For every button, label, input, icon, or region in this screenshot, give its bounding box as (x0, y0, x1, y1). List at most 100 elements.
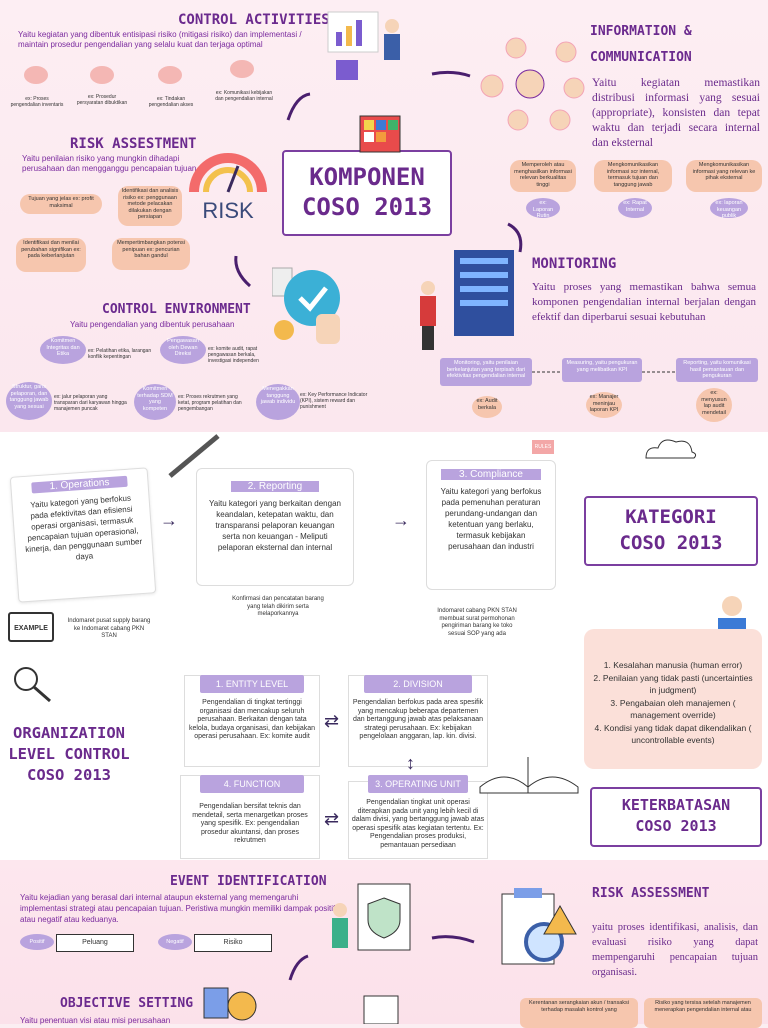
compliance-desc: Yaitu kategori yang berfokus pada pemenu… (440, 487, 542, 551)
risk-assessment-desc: Yaitu penilaian risiko yang mungkin diha… (22, 154, 197, 173)
ic-ex-2: ex: Rapat Internal (618, 198, 652, 218)
negative-badge: Negatif (158, 934, 192, 950)
monitoring-title: MONITORING (532, 256, 617, 272)
risk-label: Risiko (194, 934, 272, 952)
organization-section: ORGANIZATION LEVEL CONTROL COSO 2013 1. … (0, 629, 768, 860)
compliance-card: 3. Compliance Yaitu kategori yang berfok… (426, 460, 556, 590)
kategori-title-line1: KATEGORI (625, 506, 717, 528)
reporting-title: 2. Reporting (231, 481, 319, 492)
erm-section: EVENT IDENTIFICATION Yaitu kejadian yang… (0, 860, 768, 1028)
flow-arrows (234, 70, 676, 373)
ic-item-1: Memperoleh atau menghasilkan informasi r… (510, 160, 576, 192)
control-activities-title: CONTROL ACTIVITIES (178, 12, 330, 28)
swap-arrow-icon: ⇄ (324, 711, 340, 731)
opportunity-label: Peluang (56, 934, 134, 952)
monitoring-desc: Yaitu proses yang memastikan bahwa semua… (532, 281, 756, 323)
ce-item-5: Menegakkan tanggung jawab individu (256, 384, 300, 420)
mon-ex-1: ex: Audit berkala (472, 396, 502, 418)
reporting-desc: Yaitu kategori yang berkaitan dengan kea… (209, 499, 341, 552)
ic-ex-1: ex: Laporan Rutin (526, 198, 560, 219)
function-title: 4. FUNCTION (200, 775, 304, 793)
division-desc: Pengendalian berfokus pada area spesifik… (352, 699, 484, 740)
ca-circle-1 (24, 66, 48, 84)
limitation-item: 1. Kesalahan manusia (human error) (603, 660, 743, 670)
info-comm-desc: Yaitu kegiatan memastikan distribusi inf… (592, 77, 760, 149)
ra2-pill-1: Kerentanan serangkaian akun / transaksi … (520, 998, 638, 1028)
ic-ex-3: ex: laporan keuangan publik (710, 198, 748, 219)
entity-level-desc: Pengendalian di tingkat tertinggi organi… (188, 699, 316, 740)
operations-title: 1. Operations (31, 475, 128, 494)
komponen-title-line1: KOMPONEN (309, 163, 425, 191)
mon-box-2: Measuring, yaitu pengukuran yang melibat… (562, 358, 642, 382)
org-title-line2: LEVEL CONTROL (8, 745, 130, 763)
objective-setting-title: OBJECTIVE SETTING (60, 996, 194, 1011)
ca-example-3: ex: Tindakan pengendalian akses (148, 96, 194, 108)
ca-circle-4 (230, 60, 254, 78)
ca-example-1: ex: Proses pengendalian inventaris (10, 96, 64, 108)
mon-box-3: Reporting, yaitu komunikasi hasil pemant… (676, 358, 758, 382)
info-comm-title-2: COMMUNICATION (590, 50, 692, 65)
komponen-title-line2: COSO 2013 (301, 193, 433, 221)
clipboard-magnifier-icon (501, 888, 577, 965)
division-title: 2. DIVISION (364, 675, 472, 693)
org-title-line1: ORGANIZATION (13, 724, 125, 742)
reporting-card: 2. Reporting Yaitu kategori yang berkait… (196, 468, 354, 586)
operations-example: Indomaret pusat supply barang ke Indomar… (67, 618, 151, 639)
rules-tag: RULES (532, 440, 554, 454)
operations-card: 1. Operations Yaitu kategori yang berfok… (9, 467, 157, 603)
keterbatasan-title-line2: COSO 2013 (635, 817, 717, 835)
event-identification-desc: Yaitu kejadian yang berasal dari interna… (20, 893, 336, 924)
limitation-item: 3. Pengabaian oleh manajemen ( managemen… (610, 697, 736, 721)
open-book-icon (479, 757, 579, 794)
swap-arrow-icon: ⇄ (324, 809, 340, 829)
ce-ex-3: ex: jalur pelaporan yang transparan dari… (54, 394, 127, 412)
limitations-list: 1. Kesalahan manusia (human error) 2. Pe… (584, 629, 762, 747)
cube-face-icon (363, 995, 399, 1024)
ce-ex-2: ex: komite audit, rapat pengawasan berka… (208, 346, 259, 364)
limitation-item: 4. Kondisi yang tidak dapat dikendalikan… (594, 722, 752, 746)
function-desc: Pengendalian bersifat teknis dan mendeta… (192, 803, 308, 844)
komponen-section: CONTROL ACTIVITIES Yaitu kegiatan yang d… (0, 0, 768, 432)
org-title-line3: COSO 2013 (27, 766, 111, 784)
risk-assessment-2-desc: yaitu proses identifikasi, analisis, dan… (592, 922, 758, 978)
risk-assessment-2-title: RISK ASSESSMENT (592, 886, 710, 901)
keterbatasan-title-box: KETERBATASAN COSO 2013 (590, 787, 762, 847)
mon-box-1: Monitoring, yaitu penilaian berkelanjuta… (440, 358, 532, 386)
compliance-title: 3. Compliance (441, 469, 541, 480)
control-activities-desc: Yaitu kegiatan yang dibentuk entisipasi … (18, 30, 302, 49)
risk-assessment-title: RISK ASSESTMENT (70, 136, 197, 152)
ca-example-4: ex: Komunikasi kebijakan dan pengendalia… (215, 90, 273, 102)
ca-circle-2 (90, 66, 114, 84)
kategori-title-line2: COSO 2013 (619, 532, 723, 554)
ce-ex-4: ex: Proses rekrutmen yang ketat, program… (178, 394, 242, 412)
rubiks-cube-icon (359, 115, 401, 153)
limitation-item: 2. Penilaian yang tidak pasti (uncertain… (593, 672, 753, 696)
ra-pill-1: Tujuan yang jelas ex: profit maksimal (20, 194, 102, 214)
flow-arrows-bottom (288, 935, 475, 981)
risk-word: RISK (202, 198, 254, 223)
risk-gauge-icon: RISK (189, 153, 267, 223)
org-title: ORGANIZATION LEVEL CONTROL COSO 2013 (2, 723, 136, 786)
ra-pill-3: Identifikasi dan menilai perubahan signi… (16, 238, 86, 272)
ce-item-4: Komitmen terhadap SDM yang kompeten (134, 384, 176, 420)
example-tag: EXAMPLE (8, 612, 54, 642)
magnifier-icon (14, 667, 51, 703)
ca-circle-3 (158, 66, 182, 84)
entity-level-title: 1. ENTITY LEVEL (200, 675, 304, 693)
info-comm-title-1: INFORMATION & (590, 24, 692, 39)
limitations-box: 1. Kesalahan manusia (human error) 2. Pe… (584, 629, 762, 769)
objective-setting-desc: Yaitu penentuan visi atau misi perusahaa… (20, 1016, 171, 1025)
server-person-icon (420, 250, 514, 350)
mon-ex-2: ex: Manajer meninjau laporan KPI (586, 392, 622, 418)
security-shield-icon (332, 883, 411, 951)
compliance-example: Indomaret cabang PKN STAN membuat surat … (437, 608, 517, 637)
ra-pill-4: Mempertimbangkan potensi penipuan ex: pe… (112, 238, 190, 270)
control-env-title: CONTROL ENVIRONMENT (102, 302, 251, 317)
ca-example-2: ex: Prosedur persyaratan dibuktikan (76, 94, 128, 106)
kategori-title-box: KATEGORI COSO 2013 (584, 496, 758, 566)
ra-pill-2: Identifikasi dan analisis risiko ex: pen… (118, 186, 182, 226)
ce-item-3: Struktur, garis pelaporan, dan tanggung … (6, 382, 52, 420)
pencil-icon (168, 434, 220, 478)
kategori-section: 1. Operations Yaitu kategori yang berfok… (0, 432, 768, 657)
target-icon (203, 987, 257, 1021)
